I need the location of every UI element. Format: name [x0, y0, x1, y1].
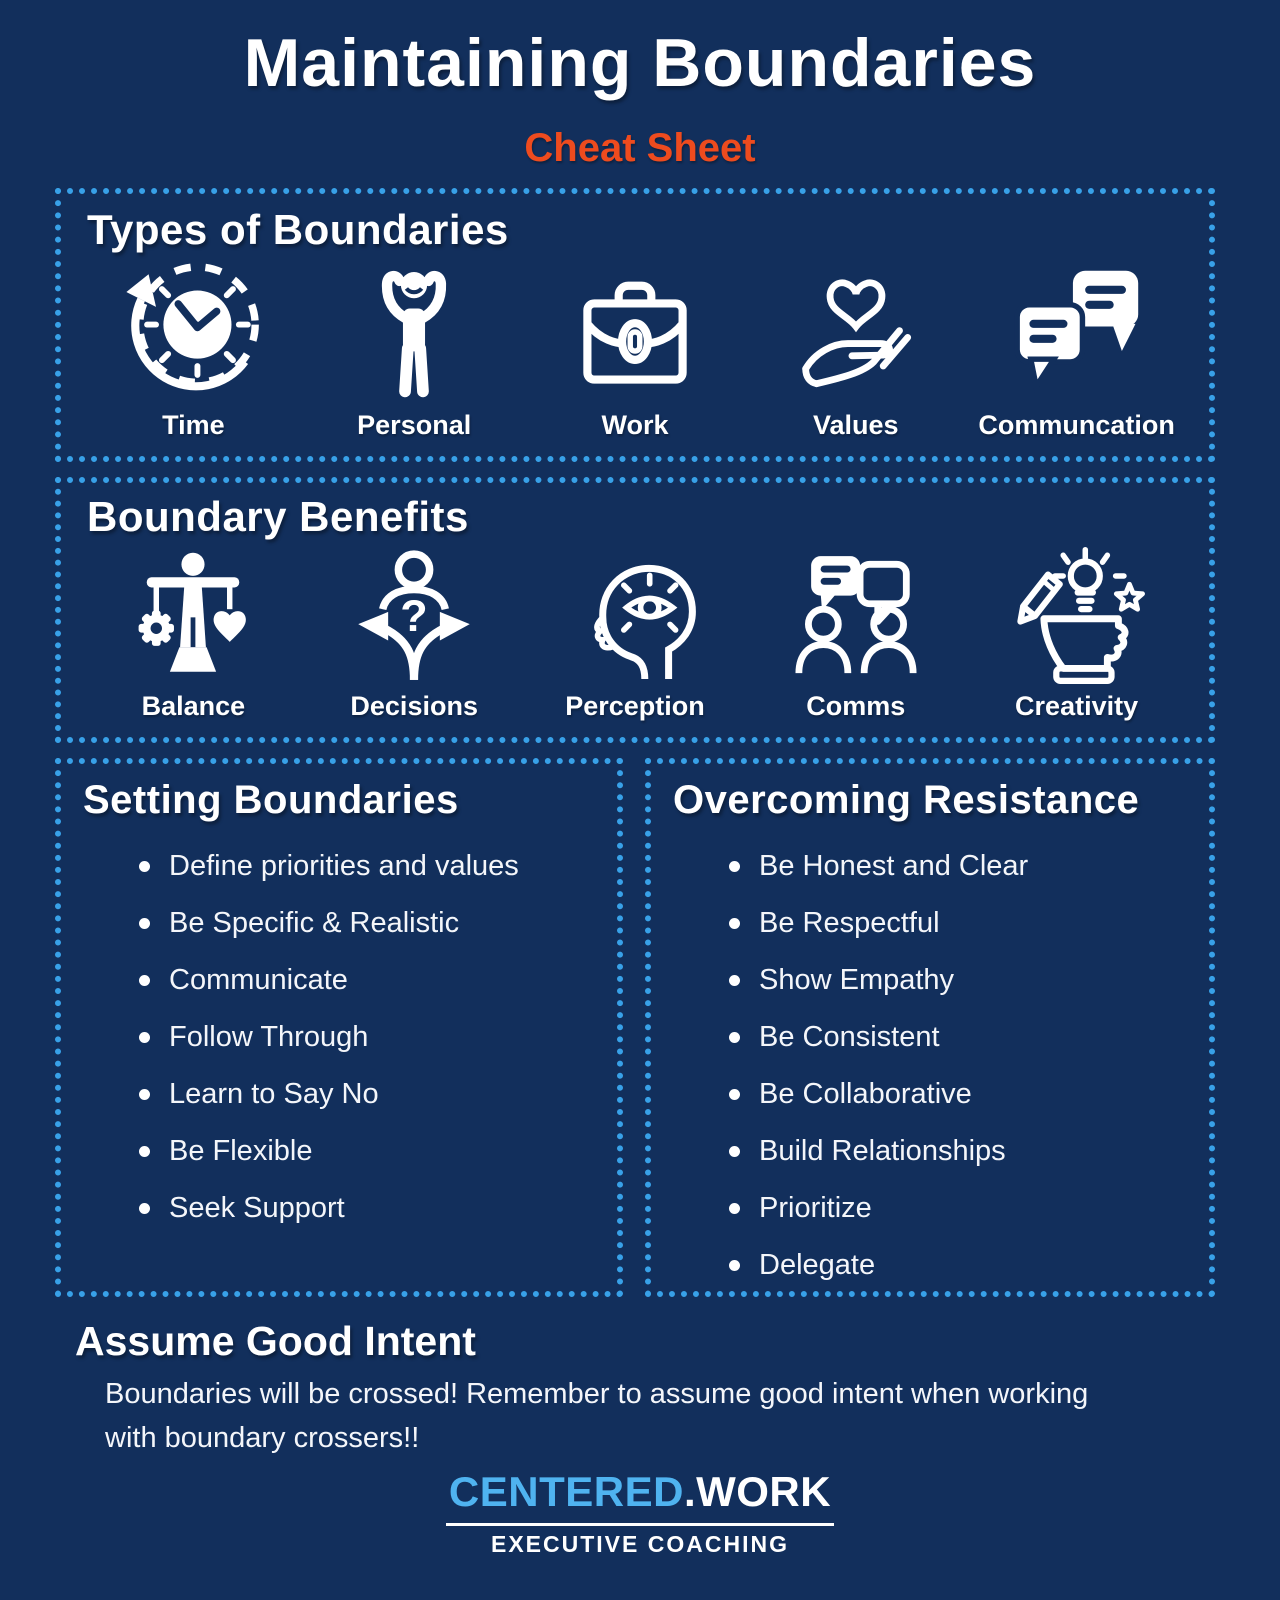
type-item-values: Values — [745, 256, 966, 441]
setting-bullet: Be Flexible — [137, 1136, 597, 1166]
creativity-icon — [1008, 543, 1146, 689]
benefit-label-perception: Perception — [565, 691, 705, 721]
overcoming-bullet: Be Consistent — [727, 1022, 1189, 1052]
personal-icon — [345, 256, 483, 408]
benefit-label-comms: Comms — [806, 691, 906, 721]
setting-bullet-list: Define priorities and values Be Specific… — [137, 851, 597, 1223]
brand-divider — [446, 1523, 834, 1526]
benefit-label-creativity: Creativity — [1015, 691, 1139, 721]
section-boundary-benefits: Boundary Benefits — [55, 477, 1215, 743]
type-label-time: Time — [162, 410, 225, 440]
brand-logo: CENTERED.WORK — [0, 1468, 1280, 1516]
type-label-work: Work — [601, 410, 669, 440]
setting-bullet: Follow Through — [137, 1022, 597, 1052]
benefit-item-balance: Balance — [83, 543, 304, 722]
overcoming-bullet: Prioritize — [727, 1193, 1189, 1223]
footer: CENTERED.WORK EXECUTIVE COACHING — [0, 1468, 1280, 1558]
svg-text:?: ? — [400, 590, 427, 641]
section-overcoming-resistance: Overcoming Resistance Be Honest and Clea… — [645, 758, 1215, 1297]
assume-good-intent-body: Boundaries will be crossed! Remember to … — [105, 1378, 1089, 1454]
section-types-of-boundaries: Types of Boundaries — [55, 188, 1215, 462]
brand-primary: CENTERED — [448, 1468, 684, 1515]
overcoming-bullet: Show Empathy — [727, 965, 1189, 995]
setting-bullet: Learn to Say No — [137, 1079, 597, 1109]
type-item-work: Work — [525, 256, 746, 441]
communication-icon — [1007, 256, 1147, 408]
page-title: Maintaining Boundaries — [243, 25, 1037, 101]
perception-icon — [565, 543, 705, 689]
benefits-icon-row: Balance ? Decisions — [83, 543, 1187, 722]
time-icon — [119, 256, 267, 408]
type-item-communication: Communcation — [966, 256, 1187, 441]
page-subtitle: Cheat Sheet — [524, 126, 756, 170]
benefit-label-balance: Balance — [141, 691, 246, 721]
overcoming-bullet: Be Respectful — [727, 908, 1189, 938]
type-item-personal: Personal — [304, 256, 525, 441]
balance-icon — [125, 543, 261, 689]
types-heading: Types of Boundaries — [87, 206, 509, 253]
work-icon — [567, 256, 703, 408]
setting-bullet: Define priorities and values — [137, 851, 597, 881]
overcoming-bullet-list: Be Honest and Clear Be Respectful Show E… — [727, 851, 1189, 1280]
setting-heading: Setting Boundaries — [83, 778, 459, 822]
type-item-time: Time — [83, 256, 304, 441]
overcoming-heading: Overcoming Resistance — [673, 778, 1140, 822]
setting-bullet: Communicate — [137, 965, 597, 995]
brand-tagline: EXECUTIVE COACHING — [491, 1531, 789, 1557]
values-icon — [788, 256, 924, 408]
types-icon-row: Time Personal — [83, 256, 1187, 441]
type-label-values: Values — [813, 410, 899, 440]
overcoming-bullet: Build Relationships — [727, 1136, 1189, 1166]
benefits-heading: Boundary Benefits — [87, 493, 469, 540]
benefit-label-decisions: Decisions — [350, 691, 478, 721]
type-label-personal: Personal — [357, 410, 472, 440]
overcoming-bullet: Be Honest and Clear — [727, 851, 1189, 881]
section-setting-boundaries: Setting Boundaries Define priorities and… — [55, 758, 623, 1297]
assume-good-intent-heading: Assume Good Intent — [75, 1318, 476, 1364]
benefit-item-perception: Perception — [525, 543, 746, 722]
overcoming-bullet: Delegate — [727, 1250, 1189, 1280]
brand-secondary: .WORK — [683, 1468, 832, 1515]
type-label-communication: Communcation — [978, 410, 1175, 440]
benefit-item-comms: Comms — [745, 543, 966, 722]
setting-bullet: Be Specific & Realistic — [137, 908, 597, 938]
decisions-icon: ? — [346, 543, 482, 689]
benefit-item-decisions: ? Decisions — [304, 543, 525, 722]
overcoming-bullet: Be Collaborative — [727, 1079, 1189, 1109]
setting-bullet: Seek Support — [137, 1193, 597, 1223]
benefit-item-creativity: Creativity — [966, 543, 1187, 722]
comms-icon — [786, 543, 926, 689]
